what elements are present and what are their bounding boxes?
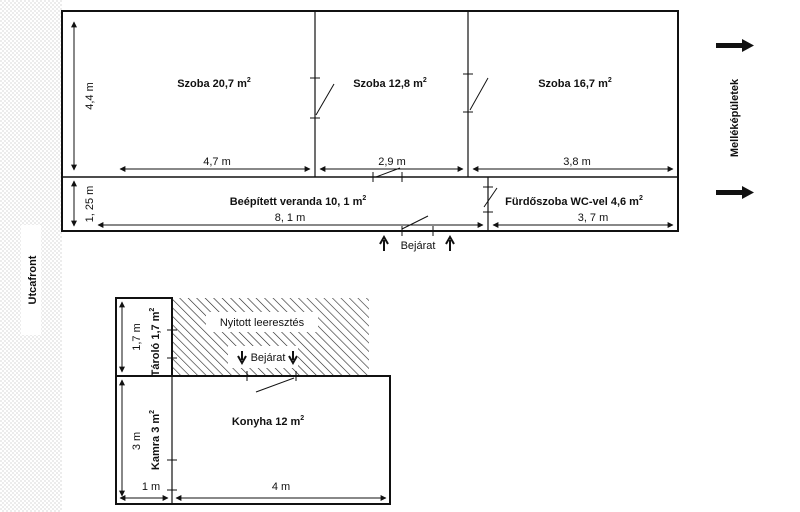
arrow-down-icon (288, 351, 298, 366)
dim-kitchen-width: 4 m (272, 481, 290, 493)
street-label: Utcafront (27, 255, 39, 304)
main-house: 4,4 m 1, 25 m 4,7 m 2,9 m 3,8 m 8, 1 m 3… (61, 10, 679, 252)
room-label-room3: Szoba 16,7 m2 (538, 77, 612, 90)
dim-room1-width: 4,7 m (203, 156, 231, 168)
room-label-pantry: Kamra 3 m2 (149, 410, 162, 470)
door-swing-icon (167, 329, 177, 359)
dim-pantry-width: 1 m (142, 481, 160, 493)
door-swing-icon (372, 167, 403, 182)
door-swing-icon (167, 459, 177, 491)
room-label-veranda: Beépített veranda 10, 1 m2 (230, 195, 367, 208)
canopy-label: Nyitott leeresztés (220, 317, 305, 329)
door-swing-icon (463, 73, 489, 113)
canopy-label-box (206, 312, 318, 332)
arrow-up-icon (379, 234, 389, 251)
room-label-bathroom: Fürdőszoba WC-vel 4,6 m2 (505, 195, 643, 208)
arrow-up-icon (445, 234, 455, 251)
dim-room3-width: 3,8 m (563, 156, 591, 168)
arrow-down-icon (237, 351, 247, 366)
kitchen-block: Nyitott leeresztés Bejárat 1,7 m Tároló (115, 297, 391, 505)
dim-pantry-depth: 3 m (131, 432, 143, 450)
room-label-storage: Tároló 1,7 m2 (149, 308, 162, 377)
door-swing-icon (401, 215, 434, 236)
entrance-label-main: Bejárat (401, 240, 436, 252)
dim-veranda-depth: 1, 25 m (84, 186, 96, 223)
door-swing-icon (246, 371, 297, 393)
entrance-label-box (228, 346, 298, 368)
dim-bathroom-width: 3, 7 m (578, 212, 609, 224)
dim-veranda-width: 8, 1 m (275, 212, 306, 224)
dim-room2-width: 2,9 m (378, 156, 406, 168)
dim-storage-depth: 1,7 m (131, 323, 143, 351)
outbuildings-label: Melléképületek (729, 78, 741, 157)
room-label-room2: Szoba 12,8 m2 (353, 77, 427, 90)
storage-room (115, 297, 173, 377)
room-label-room1: Szoba 20,7 m2 (177, 77, 251, 90)
arrow-right-icon (716, 39, 754, 52)
arrow-right-icon (716, 186, 754, 199)
door-swing-icon (483, 186, 498, 213)
dim-main-depth: 4,4 m (84, 82, 96, 110)
street-label-box (21, 225, 41, 335)
door-swing-icon (310, 77, 335, 119)
room-label-kitchen: Konyha 12 m2 (232, 415, 304, 428)
kitchen-room (115, 375, 391, 505)
entrance-label-kitchen: Bejárat (251, 352, 286, 364)
